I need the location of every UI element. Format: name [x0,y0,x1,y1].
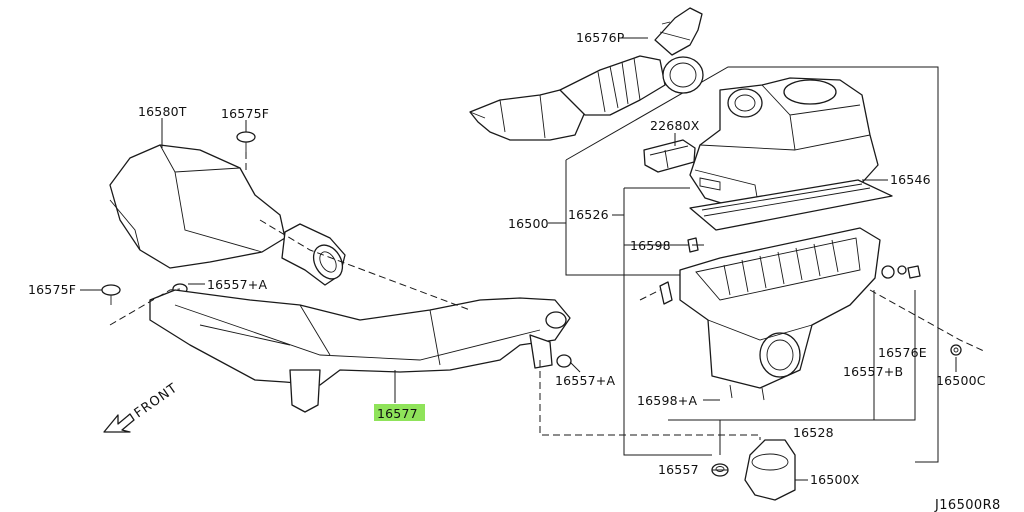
resonator-16580T [109,144,346,286]
drawing-code: J16500R8 [934,498,1001,512]
label-22680X: 22680X [650,118,700,133]
grommet-16557A-mid [556,354,572,368]
label-16500: 16500 [508,216,549,231]
clip-16575F-left [101,284,121,305]
label-16575F-top: 16575F [221,106,269,121]
bolt-16557B [907,265,921,279]
leader-lines [80,37,957,481]
label-16557: 16557 [658,462,699,477]
inlet-duct-16577 [149,289,571,413]
label-16580T: 16580T [138,104,187,119]
lower-duct-16500X [744,439,796,501]
label-16526: 16526 [568,207,609,222]
filter-element-16546 [689,179,893,231]
label-16557A-mid: 16557+A [555,373,615,388]
label-16576E: 16576E [878,345,927,360]
label-16528: 16528 [793,425,834,440]
front-arrow: FRONT [103,381,181,433]
label-16557B: 16557+B [843,364,903,379]
label-16577: 16577 [377,406,418,421]
air-cleaner-cover-16526 [689,77,879,216]
clip-16575F-top [236,131,256,152]
front-label: FRONT [132,381,181,422]
label-16500X: 16500X [810,472,860,487]
highlight-16577 [374,404,425,421]
assembly-frame [565,66,939,463]
label-16598A: 16598+A [637,393,697,408]
label-16546: 16546 [890,172,931,187]
label-16576P: 16576P [576,30,625,45]
nut-16500C [950,344,962,356]
part-labels: 16580T 16575F 16575F 16557+A 16577 16557… [28,30,1001,512]
label-16575F-left: 16575F [28,282,76,297]
label-16598: 16598 [630,238,671,253]
air-mass-sensor-22680X [643,139,696,173]
dashed-reference-lines [109,152,987,440]
label-16557A-left: 16557+A [207,277,267,292]
grommet-16576E [881,265,907,279]
label-16500C: 16500C [936,373,986,388]
air-cleaner-body-16528 [679,227,881,401]
air-duct-16576P [469,7,704,141]
